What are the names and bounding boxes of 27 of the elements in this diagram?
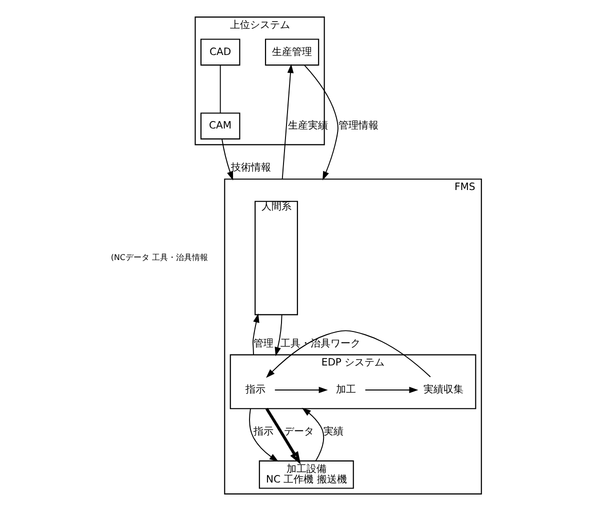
- arrow: [252, 313, 259, 356]
- node-text: 実績収集: [422, 384, 463, 396]
- edge-label: 技術情報: [230, 162, 271, 174]
- edge-label: 工具・治具ワーク: [280, 338, 360, 350]
- node-box: 人間系: [254, 200, 298, 316]
- connector: [219, 64, 220, 114]
- edge-label: 実績: [322, 426, 343, 438]
- arrow: [281, 64, 294, 180]
- node-text: 指示: [244, 384, 265, 396]
- edge-label: 管理情報: [338, 120, 378, 132]
- arrow: [266, 330, 430, 378]
- arrow: [221, 138, 233, 180]
- arrow: [274, 314, 282, 356]
- arrow: [364, 386, 418, 394]
- edge-label: 指示: [253, 426, 274, 438]
- arrow: [301, 408, 324, 462]
- node-box: 生産管理: [264, 38, 319, 66]
- arrow: [303, 64, 338, 180]
- arrow: [264, 408, 300, 465]
- node-box: CAM: [200, 112, 240, 140]
- node-box: 加工設備 NC 工作機 搬送機: [258, 460, 354, 489]
- node-box: CAD: [200, 38, 240, 66]
- arrow: [248, 408, 278, 462]
- edge-label: 管理: [253, 338, 274, 350]
- arrow: [274, 386, 328, 394]
- node-text: 加工: [335, 384, 356, 396]
- edge-label: データ: [283, 426, 314, 438]
